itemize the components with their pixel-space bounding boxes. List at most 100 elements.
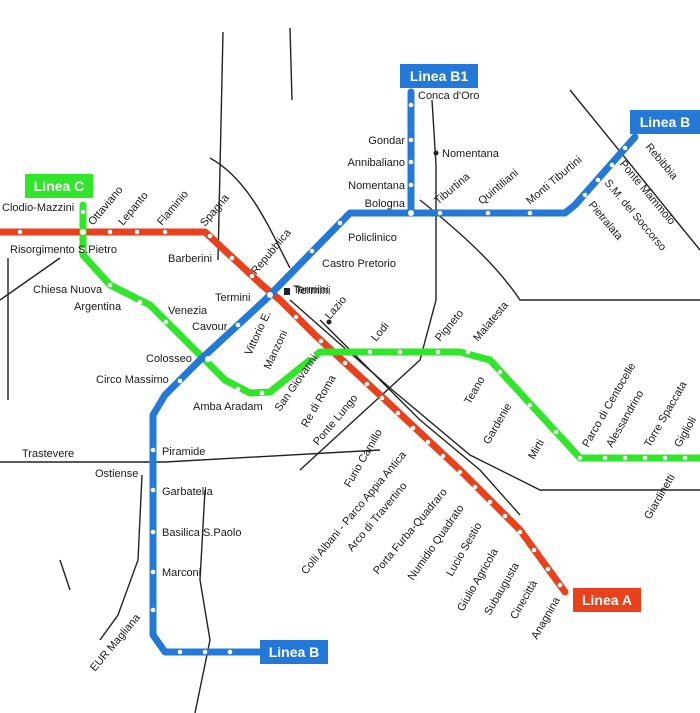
station-dot[interactable]: [485, 210, 491, 216]
station-label-conca-doro: Conca d'Oro: [418, 90, 479, 102]
line-badge-c-bg: [25, 174, 93, 198]
station-dot[interactable]: [163, 319, 169, 325]
station-dot[interactable]: [293, 314, 299, 320]
station-dot[interactable]: [595, 177, 601, 183]
station-dot[interactable]: [207, 233, 213, 239]
station-dot[interactable]: [107, 229, 113, 235]
station-label-giglioli: Giglioli: [672, 415, 699, 450]
station-dot[interactable]: [367, 349, 373, 355]
station-dot[interactable]: [80, 247, 86, 253]
station-dot[interactable]: [435, 349, 441, 355]
station-markers: [17, 102, 688, 655]
station-dot[interactable]: [150, 569, 156, 575]
station-dot[interactable]: [318, 338, 324, 344]
station-dot[interactable]: [342, 360, 348, 366]
line-badge-c[interactable]: Linea C: [25, 174, 93, 198]
station-label-garbatella: Garbatella: [162, 486, 214, 498]
rail-label-trastevere: Trastevere: [22, 448, 74, 460]
station-dot[interactable]: [235, 386, 241, 392]
station-label-barberini: Barberini: [168, 253, 212, 265]
station-label-teano: Teano: [462, 375, 487, 407]
station-dot[interactable]: [553, 429, 559, 435]
station-dot[interactable]: [545, 566, 551, 572]
station-dot[interactable]: [497, 369, 503, 375]
station-dot[interactable]: [662, 455, 668, 461]
station-label-lodi: Lodi: [369, 320, 392, 344]
station-dot[interactable]: [527, 210, 533, 216]
station-dot[interactable]: [437, 210, 443, 216]
station-dot[interactable]: [137, 299, 143, 305]
station-dot[interactable]: [364, 381, 370, 387]
station-dot[interactable]: [487, 499, 493, 505]
station-dot[interactable]: [408, 137, 414, 143]
station-dot[interactable]: [150, 529, 156, 535]
station-dot[interactable]: [134, 229, 140, 235]
line-badge-b1-bg: [400, 64, 478, 88]
station-dot[interactable]: [227, 649, 233, 655]
station-dot[interactable]: [395, 410, 401, 416]
station-dot[interactable]: [150, 447, 156, 453]
station-dot[interactable]: [622, 455, 628, 461]
station-dot[interactable]: [609, 162, 615, 168]
station-dot[interactable]: [457, 469, 463, 475]
station-dot-interchange[interactable]: [267, 292, 273, 298]
station-dot[interactable]: [465, 349, 471, 355]
station-dot[interactable]: [235, 322, 241, 328]
line-badge-b-south[interactable]: Linea B: [260, 640, 328, 664]
station-label-gondar: Gondar: [368, 135, 405, 147]
station-dot[interactable]: [177, 378, 183, 384]
station-dot[interactable]: [642, 455, 648, 461]
station-dot[interactable]: [440, 453, 446, 459]
station-dot[interactable]: [162, 229, 168, 235]
line-badge-c-label: Linea C: [34, 178, 85, 194]
station-dot[interactable]: [531, 547, 537, 553]
station-dot[interactable]: [408, 182, 414, 188]
station-dot-interchange[interactable]: [309, 353, 315, 359]
station-dot[interactable]: [17, 229, 23, 235]
station-dot[interactable]: [622, 145, 628, 151]
station-dot-interchange[interactable]: [205, 356, 211, 362]
railway-network: [0, 27, 700, 713]
station-dot[interactable]: [397, 349, 403, 355]
station-dot[interactable]: [80, 209, 86, 215]
station-dot[interactable]: [527, 402, 533, 408]
station-dot[interactable]: [309, 248, 315, 254]
station-dot[interactable]: [379, 395, 385, 401]
station-dot[interactable]: [150, 487, 156, 493]
station-dot[interactable]: [177, 649, 183, 655]
rail-termini-east-1: [289, 299, 700, 491]
station-dot[interactable]: [577, 455, 583, 461]
line-badge-b1[interactable]: Linea B1: [400, 64, 478, 88]
station-dot[interactable]: [410, 425, 416, 431]
rail-east-top: [569, 89, 700, 251]
station-dot[interactable]: [107, 282, 113, 288]
rail-north-curve: [209, 157, 291, 269]
station-dot[interactable]: [517, 529, 523, 535]
station-dot[interactable]: [408, 102, 414, 108]
station-label-termini-b: Termini: [295, 285, 330, 297]
rail-label-nomentana: Nomentana: [442, 148, 500, 160]
station-label-argentina: Argentina: [74, 301, 122, 313]
station-dot-interchange[interactable]: [408, 210, 414, 216]
station-dot[interactable]: [259, 390, 265, 396]
station-dot[interactable]: [472, 484, 478, 490]
station-dot[interactable]: [337, 220, 343, 226]
station-dot[interactable]: [582, 192, 588, 198]
line-badge-a[interactable]: Linea A: [573, 588, 641, 612]
station-label-pigneto: Pigneto: [433, 308, 466, 344]
line-badge-a-bg: [573, 588, 641, 612]
station-dot[interactable]: [202, 649, 208, 655]
station-dot-interchange[interactable]: [80, 229, 86, 235]
station-dot[interactable]: [408, 159, 414, 165]
station-dot[interactable]: [557, 582, 563, 588]
station-dot[interactable]: [502, 513, 508, 519]
station-dot[interactable]: [682, 455, 688, 461]
line-badge-b-south-bg: [260, 640, 328, 664]
station-dot[interactable]: [150, 607, 156, 613]
station-dot[interactable]: [602, 455, 608, 461]
station-dot[interactable]: [229, 255, 235, 261]
station-dot[interactable]: [425, 439, 431, 445]
line-badge-b-north[interactable]: Linea B: [630, 110, 700, 134]
station-dot[interactable]: [249, 273, 255, 279]
